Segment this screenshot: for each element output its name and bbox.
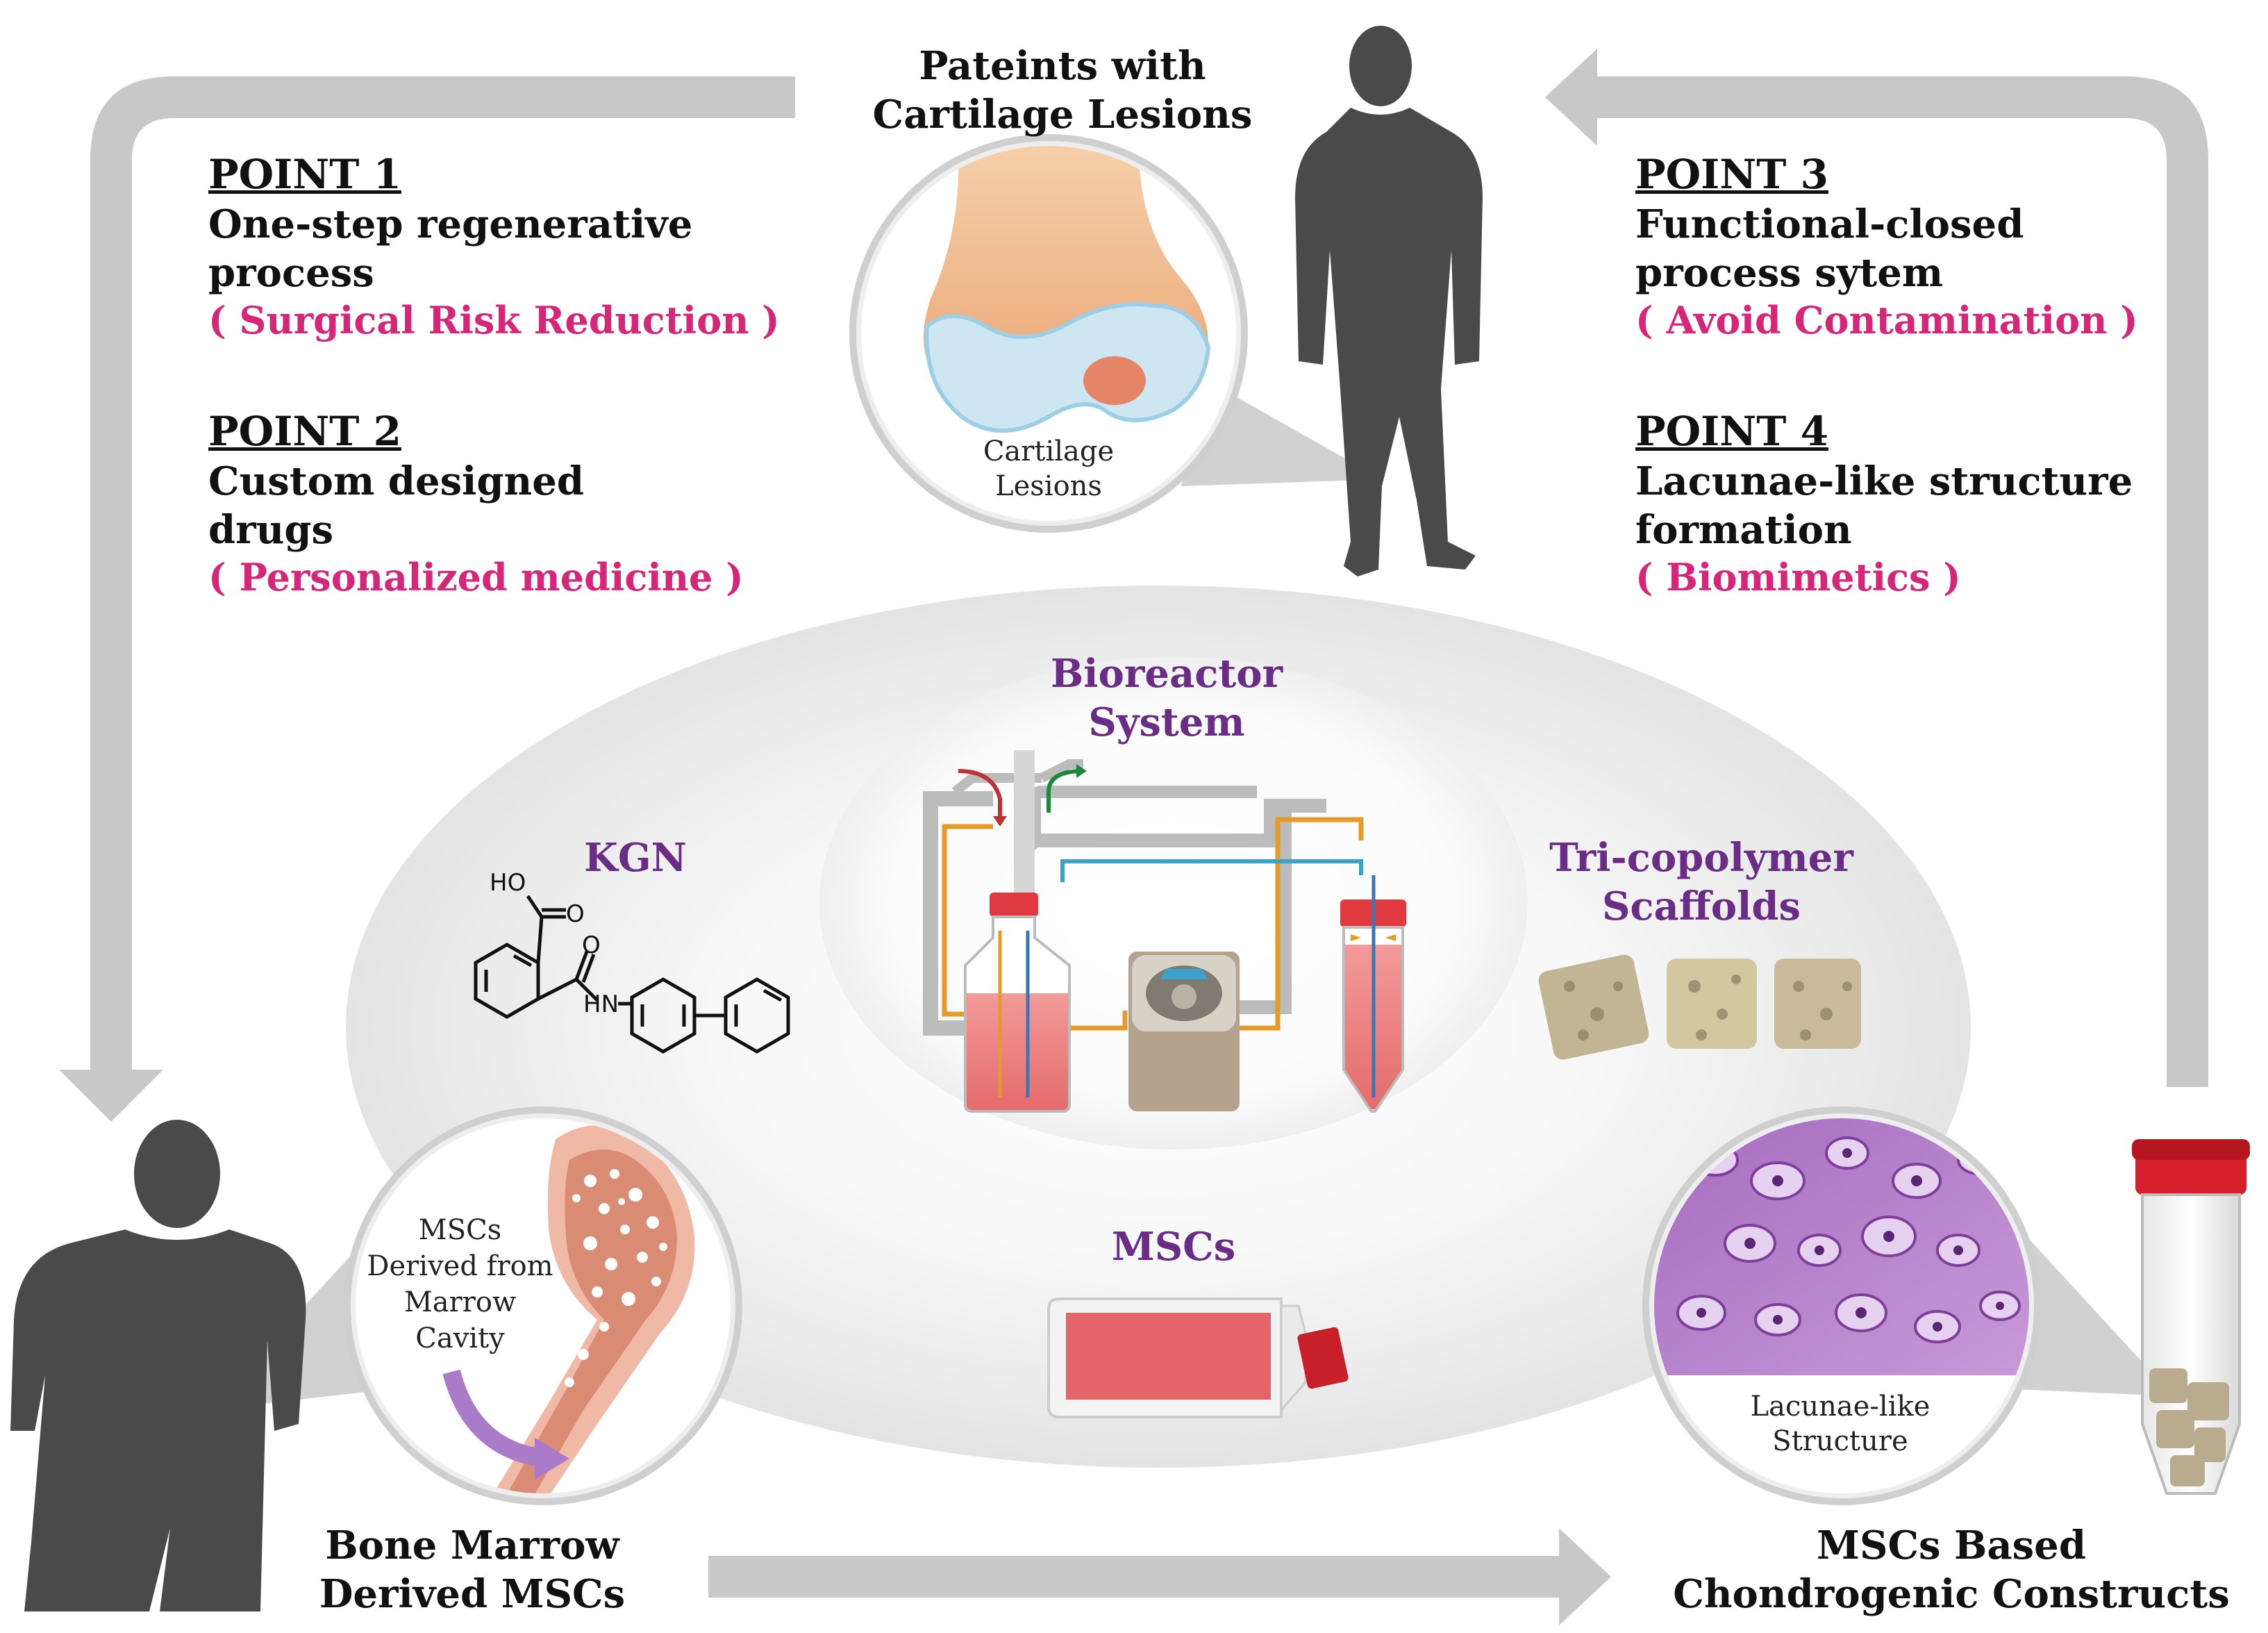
kgn-molecule [474, 895, 790, 1054]
point-4-desc-2: formation [1635, 506, 1852, 553]
top-title: Pateints with Cartilage Lesions [872, 43, 1253, 138]
point-3: POINT 3 Functional-closed process sytem … [1635, 149, 2138, 344]
kgn-o1: O [566, 900, 585, 928]
point-2-head: POINT 2 [208, 408, 401, 455]
point-2-note: ( Personalized medicine ) [208, 554, 744, 599]
cartilage-lesion-illustration [849, 134, 1248, 533]
bioreactor-label: Bioreactor System [1050, 651, 1283, 745]
culture-flask [1047, 1298, 1349, 1418]
silhouette-left [10, 1120, 306, 1611]
flow-arrows [59, 49, 2208, 1625]
lacunae-label: Lacunae-like Structure [1750, 1391, 1931, 1457]
point-3-note: ( Avoid Contamination ) [1635, 297, 2138, 342]
point-1: POINT 1 One-step regenerative process ( … [208, 149, 780, 344]
point-1-desc-2: process [208, 249, 374, 296]
point-4-note: ( Biomimetics ) [1635, 554, 1961, 599]
construct-tube [2132, 1139, 2250, 1495]
point-2-desc-1: Custom designed [208, 458, 585, 504]
point-4-head: POINT 4 [1635, 408, 1828, 455]
point-3-head: POINT 3 [1635, 151, 1828, 198]
scaffold-cubes [1538, 954, 1861, 1060]
mscs-label: MSCs [1111, 1224, 1236, 1270]
point-4: POINT 4 Lacunae-like structure formation… [1635, 406, 2133, 601]
chondrogenic-constructs-label: MSCs Based Chondrogenic Constructs [1673, 1523, 2230, 1617]
bone-marrow-illustration [344, 1106, 742, 1505]
point-1-head: POINT 1 [208, 151, 401, 198]
point-1-note: ( Surgical Risk Reduction ) [208, 297, 780, 342]
point-3-desc-2: process sytem [1635, 249, 1944, 296]
silhouette-top [1295, 26, 1483, 577]
point-2: POINT 2 Custom designed drugs ( Personal… [208, 406, 744, 601]
kgn-hn: HN [583, 990, 619, 1018]
bone-marrow-msc-label: Bone Marrow Derived MSCs [319, 1523, 626, 1617]
point-3-desc-1: Functional-closed [1635, 201, 2024, 247]
point-1-desc-1: One-step regenerative [208, 201, 693, 247]
cartilage-lesions-label: Cartilage Lesions [983, 436, 1115, 502]
kgn-label: KGN [584, 835, 687, 881]
scaffolds-label: Tri-copolymer Scaffolds [1549, 835, 1853, 929]
kgn-o2: O [582, 931, 601, 959]
marrow-cavity-label: MSCs Derived from Marrow Cavity [367, 1214, 553, 1354]
point-4-desc-1: Lacunae-like structure [1635, 458, 2133, 504]
kgn-ho: HO [490, 869, 526, 897]
lacunae-illustration [1642, 1106, 2041, 1505]
point-2-desc-2: drugs [208, 506, 334, 553]
bioreactor-system [923, 750, 1406, 1113]
